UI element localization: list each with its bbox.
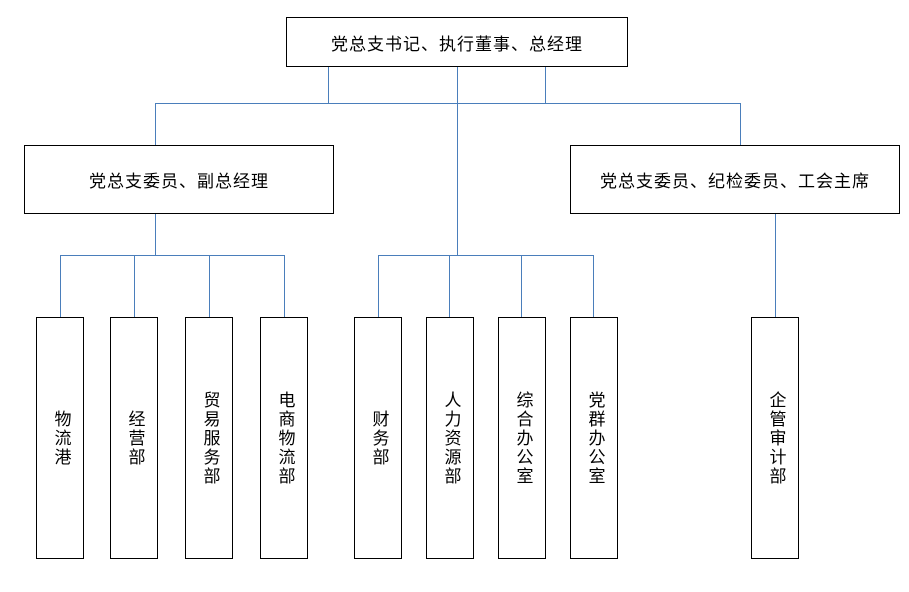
connector-middle-group-bus [378, 255, 593, 256]
dept-label: 电商物流部 [275, 390, 295, 486]
dept-box-finance: 财务部 [354, 317, 402, 559]
node-label: 党总支委员、副总经理 [89, 172, 269, 191]
dept-box-human-resources: 人力资源部 [426, 317, 474, 559]
dept-label: 财务部 [369, 409, 389, 467]
connector-level2-bus [155, 103, 740, 104]
connector-left-dept-3 [209, 255, 210, 317]
node-label: 党总支委员、纪检委员、工会主席 [600, 172, 870, 191]
connector-top-stem-right [545, 67, 546, 103]
connector-left-group-stem [155, 214, 156, 255]
connector-left-dept-4 [284, 255, 285, 317]
dept-label: 企管审计部 [766, 390, 786, 486]
connector-middle-dept-3 [521, 255, 522, 317]
dept-label: 人力资源部 [441, 390, 461, 486]
dept-box-ecommerce-logistics: 电商物流部 [260, 317, 308, 559]
dept-label: 物流港 [51, 409, 71, 467]
connector-middle-dept-4 [593, 255, 594, 317]
dept-box-party-mass-office: 党群办公室 [570, 317, 618, 559]
node-label: 党总支书记、执行董事、总经理 [331, 34, 583, 54]
connector-middle-dept-2 [449, 255, 450, 317]
connector-middle-dept-1 [378, 255, 379, 317]
connector-right-group-stem [775, 214, 776, 317]
connector-level2-right-drop [740, 103, 741, 145]
node-top-leader: 党总支书记、执行董事、总经理 [286, 17, 628, 67]
connector-left-dept-1 [60, 255, 61, 317]
dept-label: 党群办公室 [585, 390, 605, 486]
connector-left-dept-2 [134, 255, 135, 317]
dept-label: 综合办公室 [513, 390, 533, 486]
dept-box-operations: 经营部 [110, 317, 158, 559]
dept-box-logistics-port: 物流港 [36, 317, 84, 559]
connector-top-stem-middle [457, 67, 458, 90]
dept-box-general-office: 综合办公室 [498, 317, 546, 559]
node-deputy-manager: 党总支委员、副总经理 [24, 145, 334, 214]
node-discipline-union: 党总支委员、纪检委员、工会主席 [570, 145, 900, 214]
dept-box-enterprise-audit: 企管审计部 [751, 317, 799, 559]
dept-label: 经营部 [125, 409, 145, 467]
connector-top-stem [328, 67, 329, 103]
connector-left-group-bus [60, 255, 284, 256]
connector-level2-left-drop [155, 103, 156, 145]
dept-label: 贸易服务部 [200, 390, 220, 486]
dept-box-trade-service: 贸易服务部 [185, 317, 233, 559]
connector-middle-group-stem [457, 90, 458, 255]
